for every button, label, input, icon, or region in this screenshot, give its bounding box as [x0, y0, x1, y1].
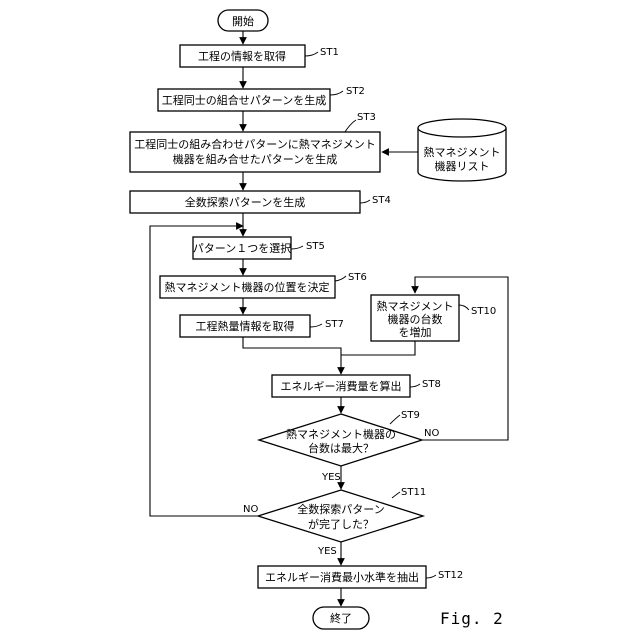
st10-text-line3: を増加: [399, 326, 432, 339]
st2-text: 工程同士の組合せパターンを生成: [162, 93, 326, 107]
st12-text: エネルギー消費最小水準を抽出: [265, 570, 419, 584]
st6-label: ST6: [348, 272, 367, 283]
db-text-line1: 熱マネジメント: [424, 146, 501, 159]
st4-text: 全数探索パターンを生成: [185, 195, 305, 209]
st4-label: ST4: [372, 195, 391, 206]
st9-yes-label: YES: [321, 472, 341, 483]
st10-text-line1: 熱マネジメント: [377, 300, 454, 313]
st5-text: パターン１つを選択: [193, 241, 291, 255]
st7-text: 工程熱量情報を取得: [196, 320, 295, 333]
st7-label: ST7: [325, 319, 344, 330]
st3-label: ST3: [357, 112, 376, 123]
st11-yes-label: YES: [317, 546, 337, 557]
st9-text-line1: 熱マネジメント機器の: [286, 427, 396, 441]
st9-text-line2: 台数は最大？: [308, 441, 374, 455]
st11-diamond: [258, 490, 423, 542]
st8-label: ST8: [422, 379, 441, 390]
end-text: 終了: [330, 611, 352, 625]
st9-label: ST9: [401, 410, 420, 421]
st2-label: ST2: [346, 86, 365, 97]
st1-label: ST1: [320, 47, 339, 58]
st6-text: 熱マネジメント機器の位置を決定: [165, 280, 330, 294]
st10-text-line2: 機器の台数: [388, 312, 443, 326]
st12-label: ST12: [438, 570, 463, 581]
figure-label: Fig. 2: [440, 609, 504, 628]
st3-text-line1: 工程同士の組み合わせパターンに熱マネジメント: [134, 137, 375, 151]
st3-text-line2: 機器を組み合せたパターンを生成: [173, 152, 337, 166]
st1-text: 工程の情報を取得: [198, 50, 286, 63]
st11-text-line1: 全数探索パターン: [297, 502, 384, 516]
st5-label: ST5: [306, 241, 325, 252]
st11-label: ST11: [401, 487, 426, 498]
st9-no-label: NO: [424, 428, 439, 439]
st8-text: エネルギー消費量を算出: [281, 379, 402, 393]
st11-no-label: NO: [243, 504, 258, 515]
start-text: 開始: [232, 14, 254, 28]
db-text-line2: 機器リスト: [435, 159, 490, 173]
st11-text-line2: が完了した？: [308, 517, 374, 531]
st10-label: ST10: [471, 306, 496, 317]
